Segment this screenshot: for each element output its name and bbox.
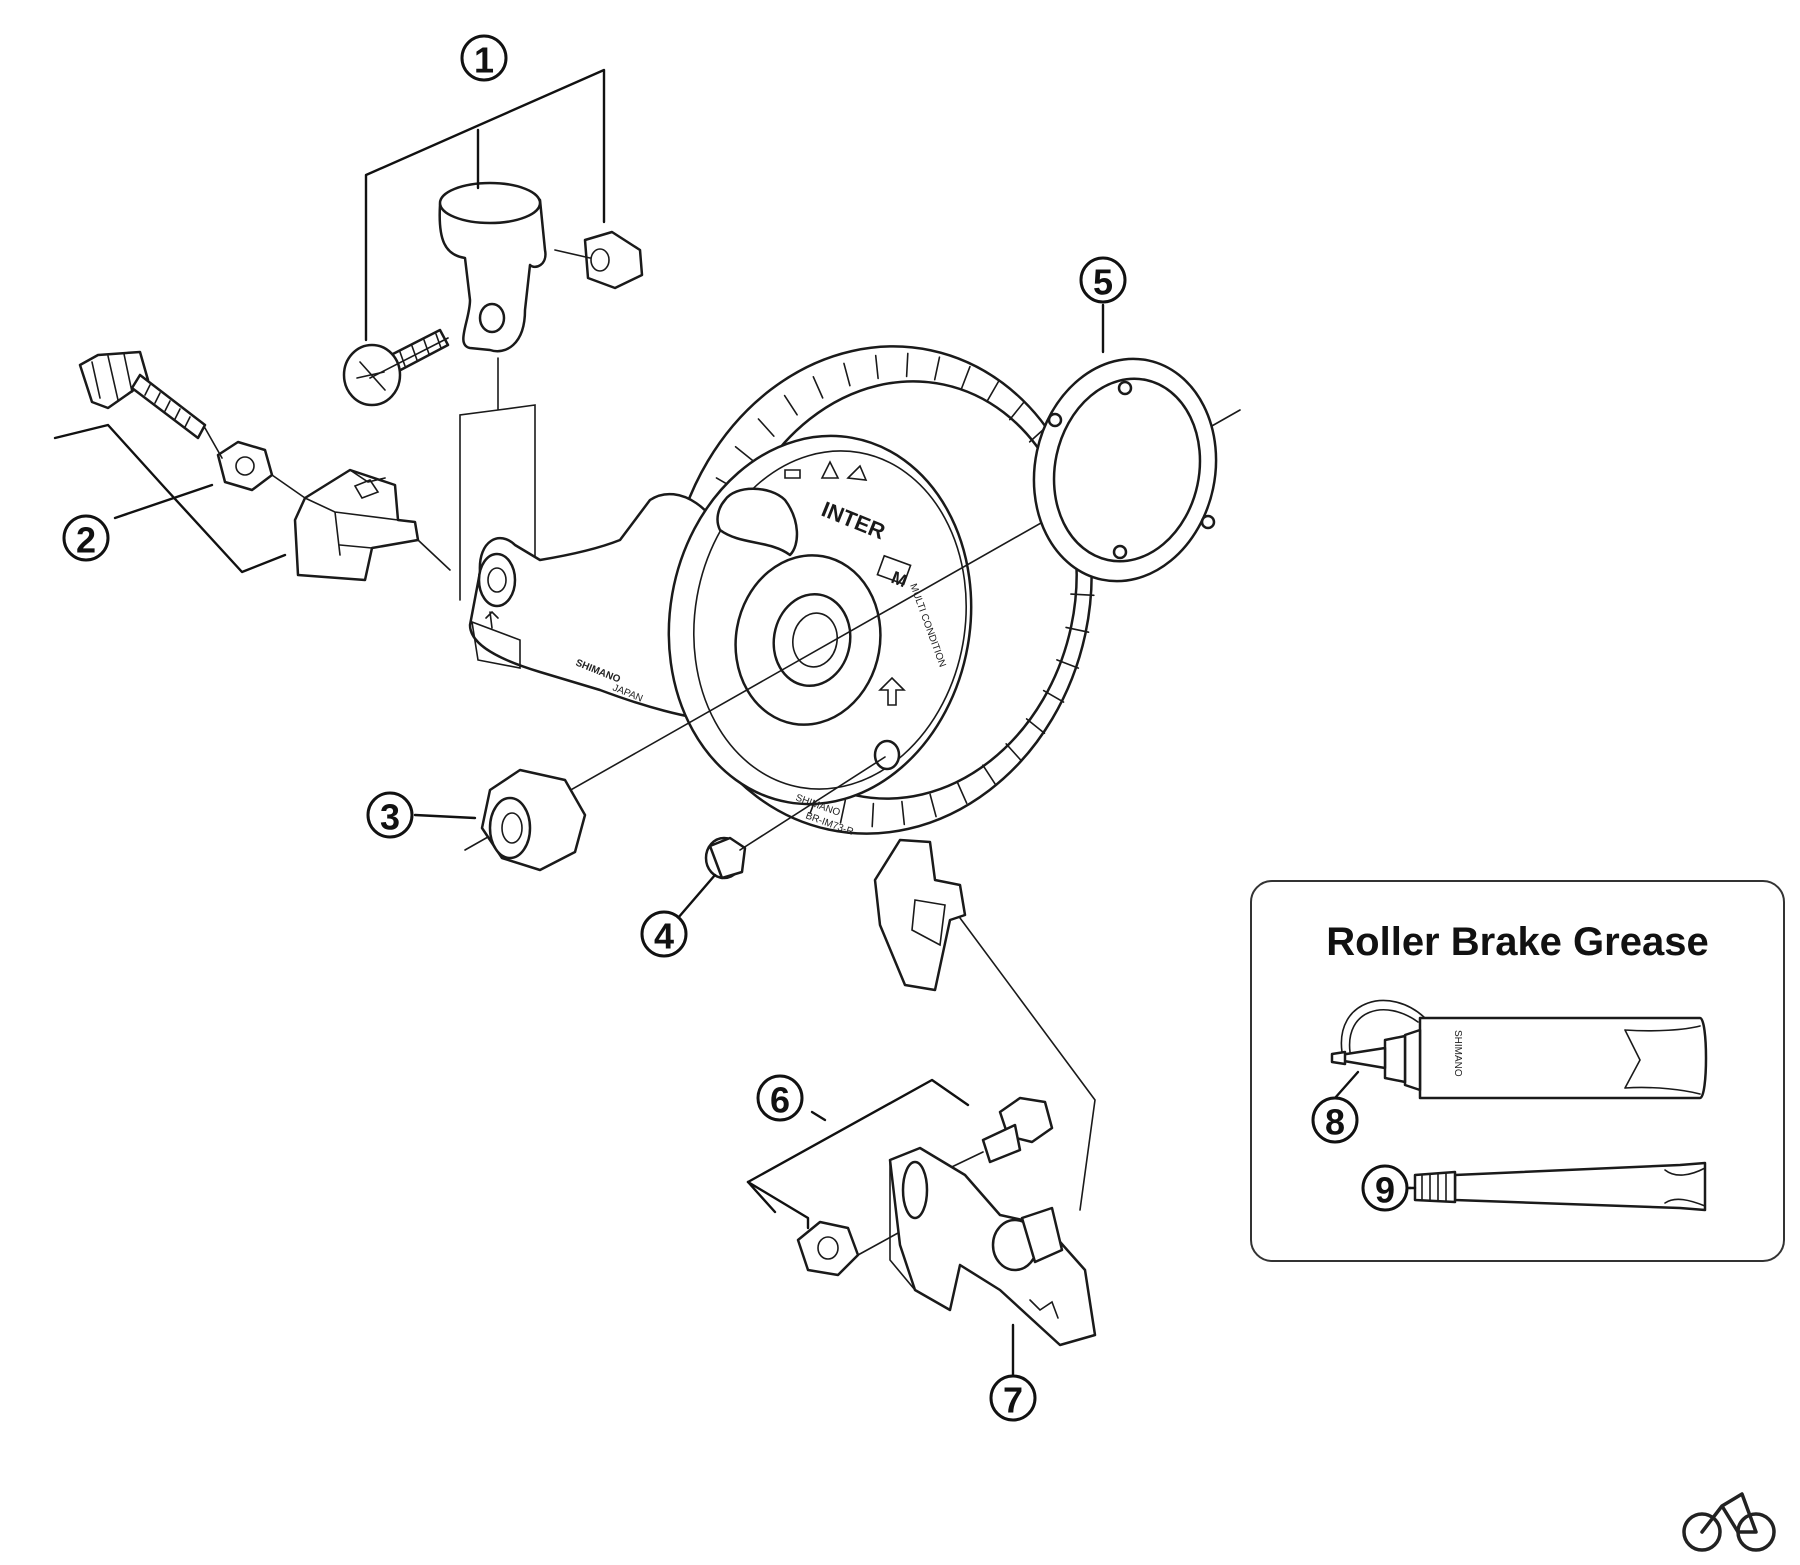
callout-7: 7 <box>989 1374 1037 1422</box>
cooling-fin <box>843 362 851 387</box>
callout-6: 6 <box>756 1074 804 1122</box>
part-5-seal-ring <box>1032 303 1218 583</box>
part-7-clamp-band <box>888 917 1097 1377</box>
svg-text:3: 3 <box>380 797 400 838</box>
cooling-fin <box>905 352 909 378</box>
cooling-fin <box>1056 659 1080 669</box>
cooling-fin <box>1065 626 1090 634</box>
callout-2: 2 <box>62 514 110 562</box>
callout-8: 8 <box>1311 1096 1359 1144</box>
svg-text:5: 5 <box>1093 262 1113 303</box>
cooling-fin <box>734 445 755 462</box>
cooling-fin <box>1042 689 1065 703</box>
cooling-fin <box>982 764 997 786</box>
callout-3: 3 <box>366 791 414 839</box>
cooling-fin <box>933 356 941 381</box>
svg-text:9: 9 <box>1375 1170 1395 1211</box>
cooling-fin <box>1025 718 1046 735</box>
cooling-fin <box>812 376 824 399</box>
cooling-fin <box>901 800 906 826</box>
svg-text:7: 7 <box>1003 1380 1023 1421</box>
grease-panel-title: Roller Brake Grease <box>1326 920 1709 964</box>
cooling-fin <box>783 394 798 416</box>
svg-text:1: 1 <box>474 40 494 81</box>
part-1-cable-clamp <box>342 68 644 601</box>
cooling-fin <box>874 354 879 380</box>
cooling-fin <box>960 365 971 389</box>
cooling-fin <box>1070 593 1095 597</box>
cooling-fin <box>1008 400 1026 421</box>
cooling-fin <box>1005 743 1023 762</box>
bicycle-icon <box>1682 1492 1776 1552</box>
bottle-brand-label: SHIMANO <box>1452 1030 1463 1077</box>
cooling-fin <box>839 799 847 824</box>
callout-5: 5 <box>1079 256 1127 304</box>
part-3-axle-nut <box>413 768 587 872</box>
cooling-fin <box>757 418 775 437</box>
part-9-grease-tube <box>1408 1161 1707 1212</box>
part-2-adjusting-bolt <box>53 350 451 582</box>
label-m-box: M <box>889 567 910 591</box>
cooling-fin <box>929 793 937 818</box>
cooling-fin <box>986 380 1000 403</box>
callout-1: 1 <box>460 34 508 82</box>
svg-text:6: 6 <box>770 1080 790 1121</box>
svg-text:2: 2 <box>76 520 96 561</box>
part-8-grease-bottle <box>1330 999 1708 1100</box>
svg-text:4: 4 <box>654 916 674 957</box>
part-6-clamp-bolt <box>746 1078 1054 1277</box>
part-4-port-cap <box>676 756 886 920</box>
cooling-fin <box>956 781 968 804</box>
grease-panel: Roller Brake Grease <box>1250 880 1785 1262</box>
cooling-fin <box>871 802 875 828</box>
brake-unit-main <box>468 345 1095 992</box>
callout-4: 4 <box>640 910 688 958</box>
svg-text:8: 8 <box>1325 1102 1345 1143</box>
